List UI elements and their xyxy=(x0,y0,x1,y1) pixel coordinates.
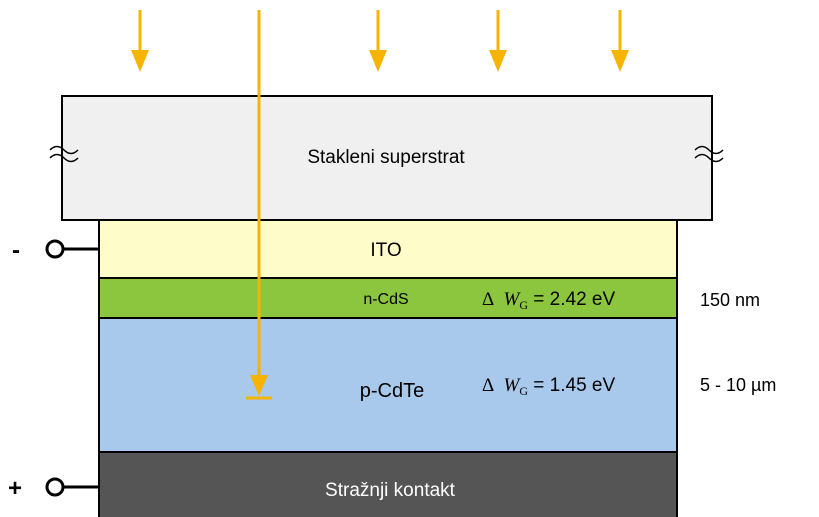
back-contact-layer xyxy=(98,451,678,517)
absorbed-light-ray-icon xyxy=(246,10,272,400)
light-arrow-icon xyxy=(489,10,507,72)
cds-label: n-CdS xyxy=(363,291,408,308)
back-contact-label: Stražnji kontakt xyxy=(325,480,456,501)
cdte-bandgap: Δ WG = 1.45 eV xyxy=(482,375,615,398)
break-mark-right-icon xyxy=(694,145,724,163)
cds-layer xyxy=(98,277,678,319)
glass-superstrate xyxy=(61,95,713,221)
incident-light-arrows xyxy=(131,10,629,400)
negative-terminal: - xyxy=(12,237,99,264)
cdte-label: p-CdTe xyxy=(360,380,424,402)
light-arrow-icon xyxy=(369,10,387,72)
cdte-thickness: 5 - 10 µm xyxy=(700,375,776,395)
light-arrow-icon xyxy=(131,10,149,72)
cdte-layer xyxy=(98,317,678,453)
glass-label: Stakleni superstrat xyxy=(307,147,465,168)
positive-terminal: + xyxy=(8,475,99,502)
negative-sign: - xyxy=(12,237,20,264)
ito-label: ITO xyxy=(370,240,401,261)
positive-sign: + xyxy=(8,475,22,502)
cds-thickness: 150 nm xyxy=(700,290,760,310)
break-mark-left-icon xyxy=(49,145,79,163)
cds-bandgap: Δ WG = 2.42 eV xyxy=(482,289,615,312)
light-arrow-icon xyxy=(611,10,629,72)
